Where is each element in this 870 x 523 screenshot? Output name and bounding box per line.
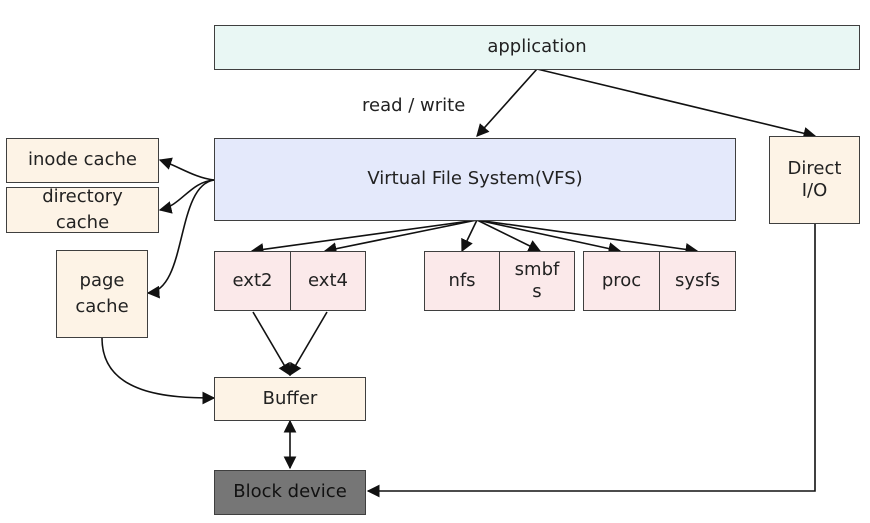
arrow-vfs-to-smbfs bbox=[476, 219, 542, 252]
application-box: application bbox=[214, 25, 860, 70]
application-label: application bbox=[487, 36, 587, 58]
nfs-box: nfs bbox=[424, 251, 500, 311]
block-device-box: Block device bbox=[214, 470, 366, 515]
arrow-pagecache-to-buffer bbox=[101, 337, 216, 405]
page-cache-label: page cache bbox=[75, 269, 129, 317]
block-device-label: Block device bbox=[233, 481, 347, 503]
arrow-directio-to-blockdevice bbox=[366, 224, 816, 498]
vfs-box: Virtual File System(VFS) bbox=[214, 138, 736, 221]
smbfs-box: smbf s bbox=[499, 251, 575, 311]
arrow-app-to-directio bbox=[536, 68, 817, 140]
buffer-box: Buffer bbox=[214, 377, 366, 421]
ext4-label: ext4 bbox=[308, 269, 348, 291]
sysfs-box: sysfs bbox=[659, 251, 736, 311]
buffer-label: Buffer bbox=[262, 387, 318, 409]
ext2-box: ext2 bbox=[214, 251, 291, 311]
arrow-vfs-to-inode bbox=[158, 157, 215, 181]
direct-io-box: Direct I/O bbox=[769, 136, 860, 224]
ext4-box: ext4 bbox=[290, 251, 366, 311]
ext2-label: ext2 bbox=[232, 269, 273, 291]
vfs-label: Virtual File System(VFS) bbox=[367, 168, 583, 190]
proc-label: proc bbox=[601, 269, 642, 291]
read-write-label: read / write bbox=[362, 95, 466, 116]
arrow-app-to-vfs bbox=[476, 68, 538, 137]
directory-cache-label: directory cache bbox=[42, 185, 123, 233]
arrow-vfs-to-proc bbox=[476, 219, 622, 255]
sysfs-label: sysfs bbox=[674, 269, 721, 291]
arrow-vfs-to-nfs bbox=[461, 219, 478, 253]
arrow-ext2-to-buffer bbox=[252, 311, 291, 377]
proc-box: proc bbox=[583, 251, 660, 311]
smbfs-label: smbf s bbox=[514, 258, 560, 303]
nfs-label: nfs bbox=[448, 269, 476, 291]
directory-cache-box: directory cache bbox=[6, 185, 159, 233]
arrow-vfs-to-sysfs bbox=[476, 219, 699, 256]
arrow-ext4-to-buffer bbox=[289, 311, 328, 377]
arrow-vfs-to-ext2 bbox=[250, 219, 478, 256]
page-cache-box: page cache bbox=[56, 250, 148, 338]
inode-cache-label: inode cache bbox=[28, 149, 137, 171]
arrow-vfs-to-dircache bbox=[158, 179, 215, 214]
inode-cache-box: inode cache bbox=[6, 138, 159, 183]
direct-io-label: Direct I/O bbox=[787, 157, 842, 202]
arrow-vfs-to-ext4 bbox=[323, 219, 478, 255]
arrow-vfs-to-pagecache bbox=[146, 179, 215, 299]
